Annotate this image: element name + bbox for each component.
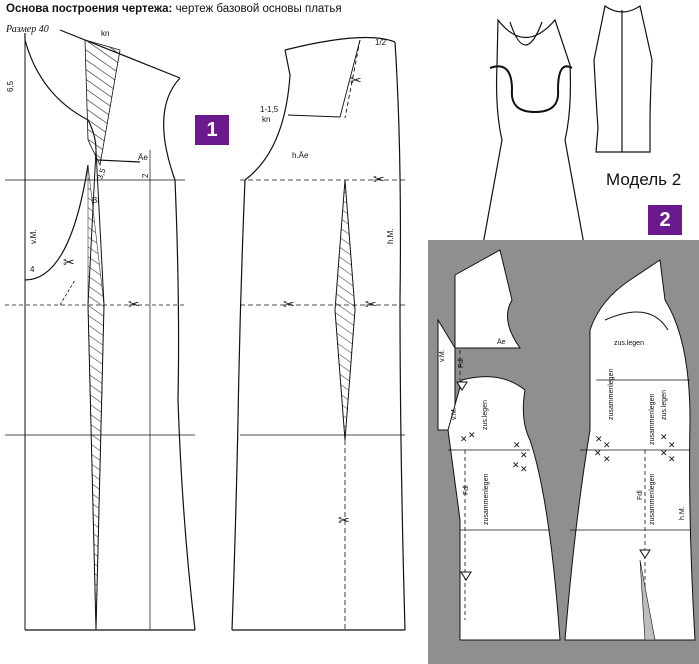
svg-text:✕: ✕ [520, 451, 528, 461]
label-zusammenlegen-d: zusammenlegen [608, 369, 615, 420]
svg-text:✕: ✕ [512, 461, 520, 471]
svg-text:✕: ✕ [668, 441, 676, 451]
label-ae-front: Äe [138, 153, 148, 162]
dress-sketch-back [593, 4, 653, 153]
label-zusammenlegen-a: zusammenlegen [649, 394, 656, 445]
label-fdl-front: Fdl [458, 358, 465, 368]
label-hm: h.M. [386, 228, 395, 244]
svg-text:✕: ✕ [595, 435, 603, 445]
svg-text:✕: ✕ [660, 449, 668, 459]
title-bold: Основа построения чертежа: [6, 3, 173, 15]
label-fdl-a: Fdl [463, 485, 470, 495]
svg-text:✕: ✕ [520, 465, 528, 475]
label-4: 4 [30, 265, 35, 274]
label-vm2: v.M. [439, 349, 446, 362]
label-zusammenlegen-b: zusammenlegen [483, 474, 490, 525]
dress-sketch-front [481, 18, 586, 251]
label-fdl-b: Fdl [637, 490, 644, 500]
svg-text:✂: ✂ [338, 513, 350, 529]
svg-text:✂: ✂ [373, 172, 385, 188]
label-3-5: 3,5 [95, 167, 107, 181]
label-zus-legen-right: zus.legen [661, 390, 668, 420]
svg-text:✕: ✕ [603, 441, 611, 451]
badge-one: 1 [195, 115, 229, 145]
front-side-hatch [87, 164, 105, 631]
label-hm2: h.M. [679, 506, 686, 520]
size-label: Размер 40 [6, 24, 49, 35]
label-half: 1/2 [375, 38, 387, 47]
label-zus-legen-top: zus.legen [614, 340, 644, 347]
back-pattern-piece [231, 36, 406, 631]
svg-text:✂: ✂ [128, 297, 140, 313]
model2-guide-lines [448, 350, 690, 640]
label-zusammenlegen-c: zusammenlegen [649, 474, 656, 525]
label-zus-legen-left: zus.legen [482, 400, 489, 430]
svg-text:✕: ✕ [594, 449, 602, 459]
grainline-arrow-icon [456, 381, 651, 581]
svg-text:✂: ✂ [63, 255, 75, 271]
model-label: Модель 2 [606, 170, 682, 189]
svg-text:✕: ✕ [603, 455, 611, 465]
label-kn-left: kn [262, 115, 270, 124]
svg-text:✕: ✕ [668, 455, 676, 465]
svg-text:✕: ✕ [468, 431, 476, 441]
label-kn-top: kn [101, 29, 109, 38]
label-vm: v.M. [29, 229, 38, 244]
svg-text:✕: ✕ [460, 435, 468, 445]
badge-two: 2 [648, 205, 682, 235]
svg-text:✂: ✂ [350, 73, 362, 89]
label-bl: Bl [92, 196, 99, 205]
svg-text:✕: ✕ [513, 441, 521, 451]
model2-grey-dart [639, 559, 656, 641]
label-vm3: v.M. [451, 407, 458, 420]
label-6-5: 6,5 [6, 80, 15, 92]
label-1-1-5: 1-1,5 [260, 105, 279, 114]
scissors-icon: ✂ ✂ ✂ ✂ ✂ ✂ ✂ [63, 73, 385, 529]
label-2: 2 [141, 173, 150, 178]
page-title: Основа построения чертежа: чертеж базово… [6, 3, 342, 15]
label-h-ae: h.Äe [292, 151, 309, 160]
front-shoulder-hatch [84, 39, 121, 167]
svg-text:✂: ✂ [283, 297, 295, 313]
svg-text:✂: ✂ [365, 297, 377, 313]
svg-text:✕: ✕ [660, 433, 668, 443]
back-dart-hatch [335, 180, 355, 440]
title-rest: чертеж базовой основы платья [172, 3, 342, 15]
label-ae2: Äe [497, 338, 506, 346]
cross-marks: ✕✕✕✕ ✕✕✕✕ ✕✕✕✕ ✕✕ [460, 431, 676, 475]
